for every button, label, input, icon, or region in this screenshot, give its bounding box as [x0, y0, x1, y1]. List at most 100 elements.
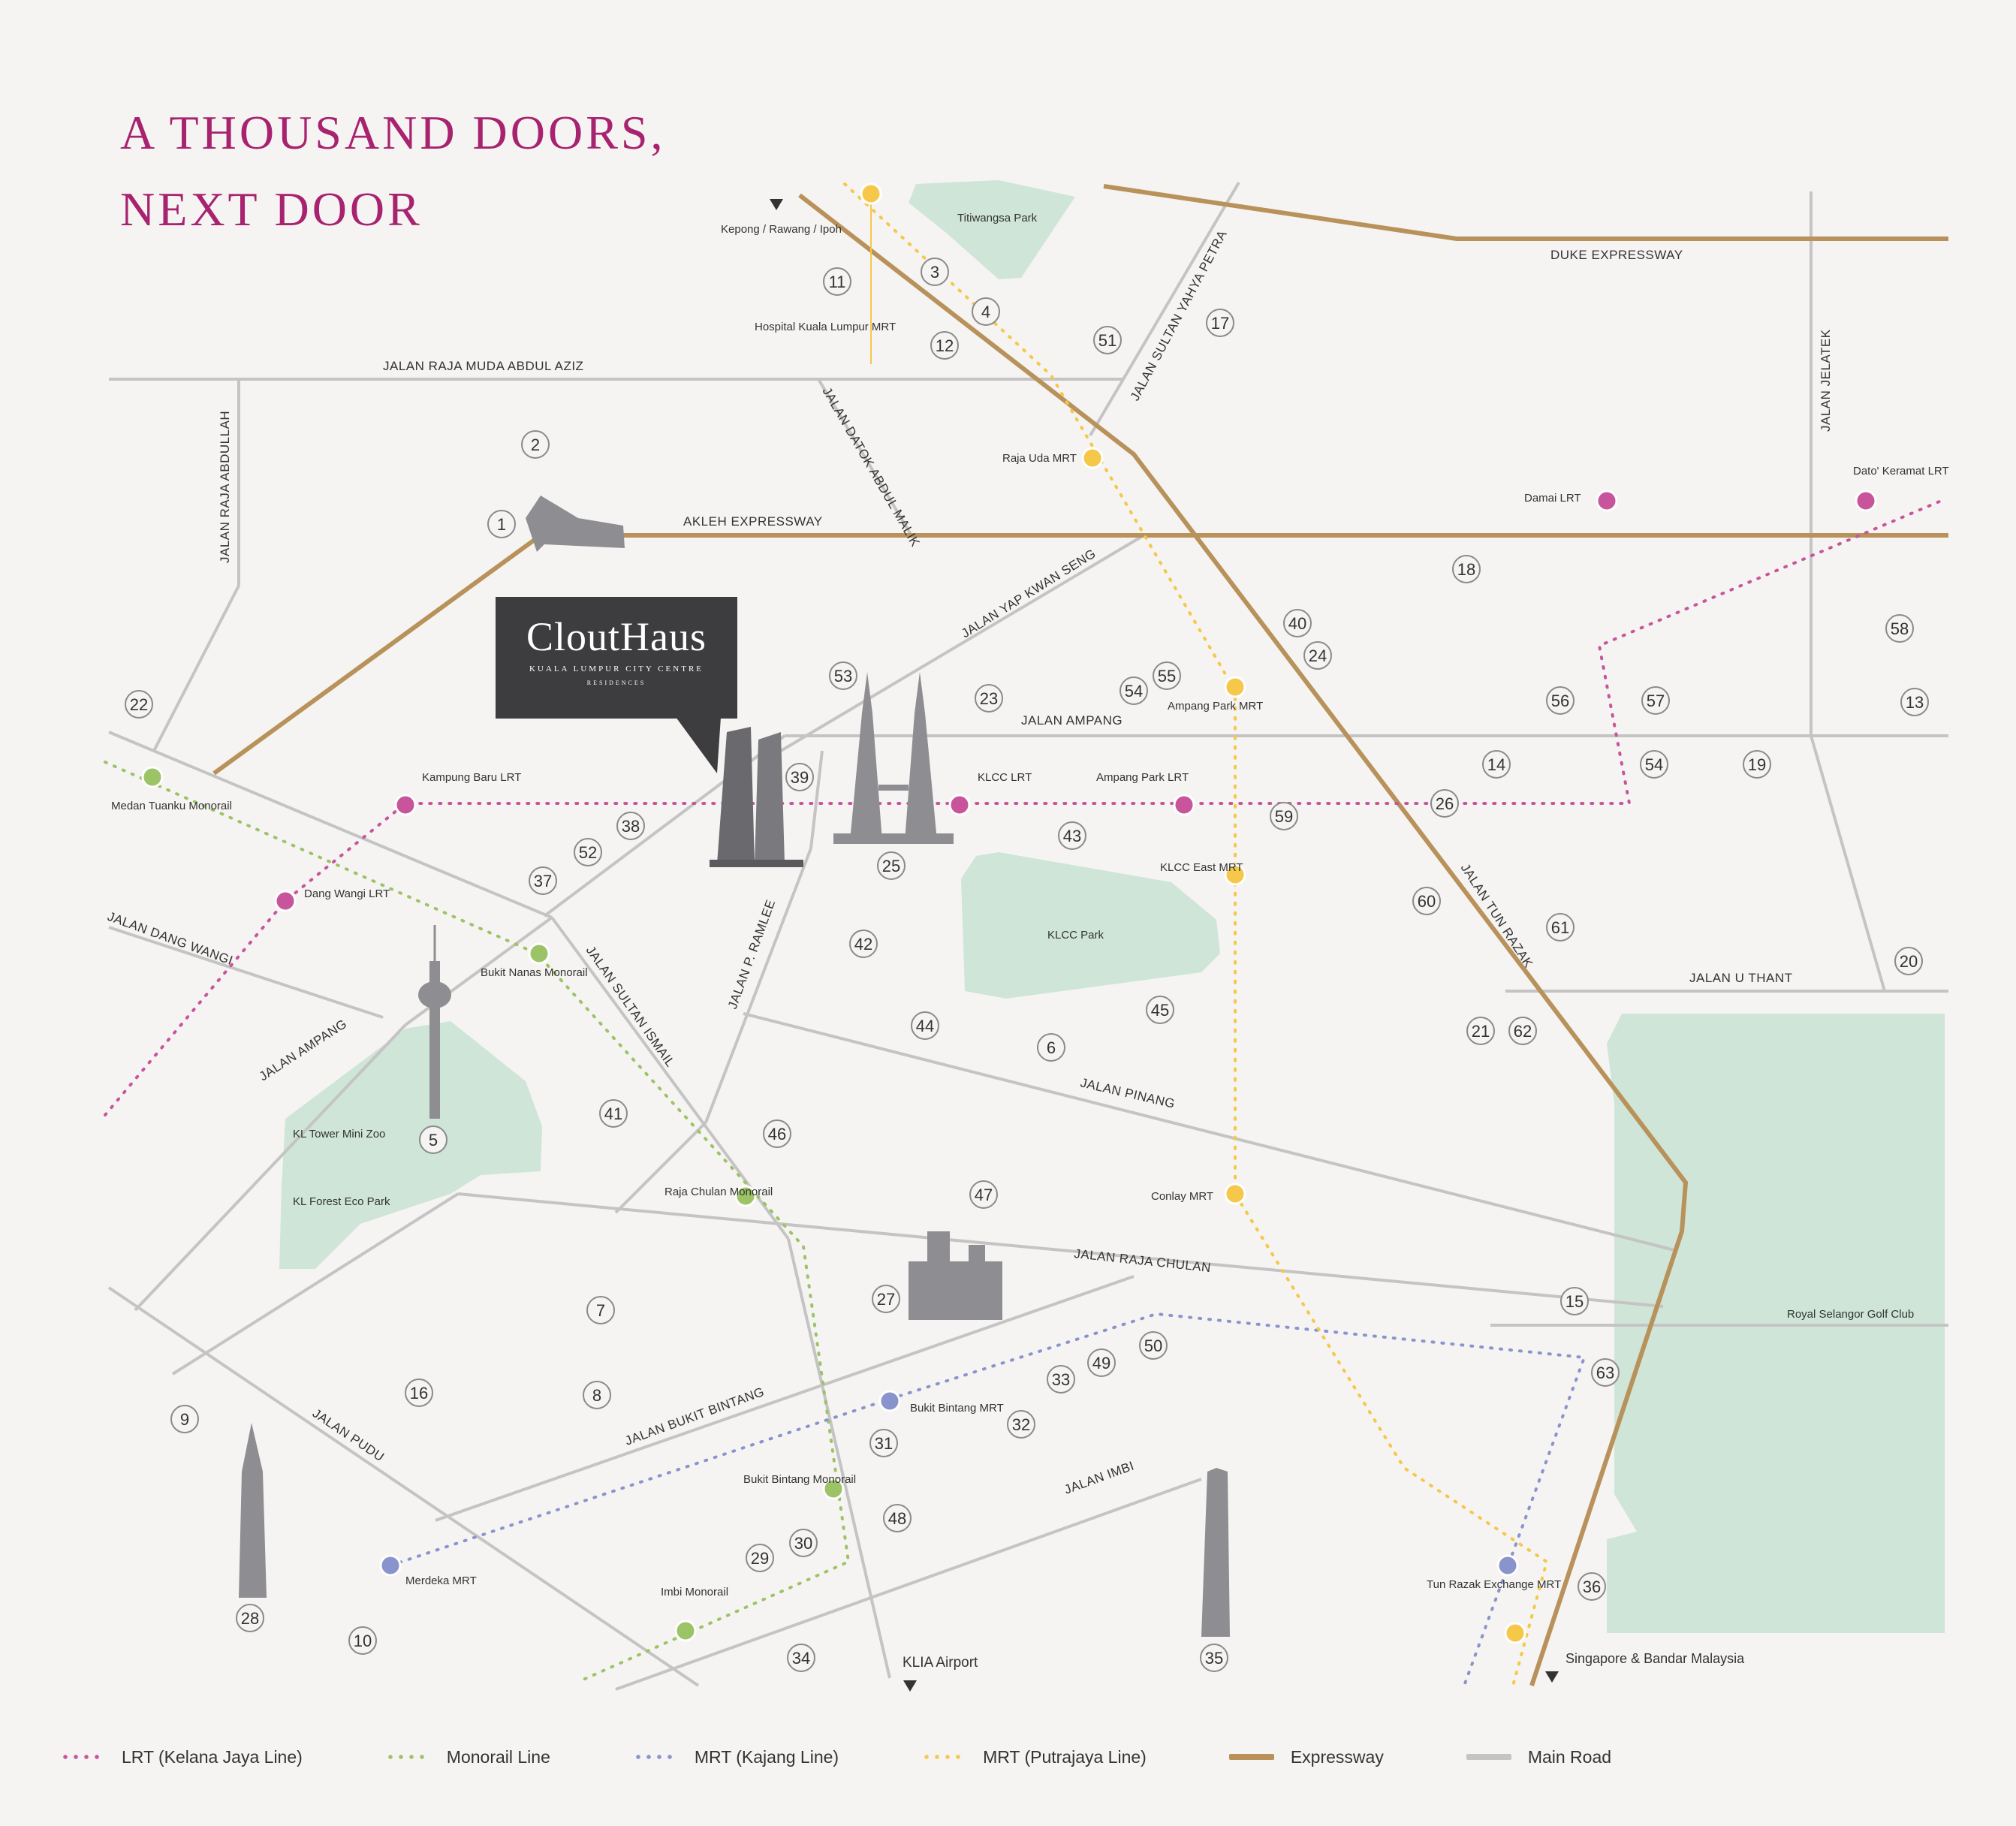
- station-conlay[interactable]: [1224, 1183, 1246, 1205]
- poi-marker[interactable]: 1: [487, 510, 516, 538]
- poi-number: 59: [1275, 807, 1293, 826]
- poi-marker[interactable]: 52: [574, 838, 602, 866]
- poi-marker[interactable]: 16: [405, 1379, 433, 1407]
- poi-marker[interactable]: 22: [125, 690, 153, 719]
- label-klcc: KLCC LRT: [978, 771, 1032, 784]
- poi-marker[interactable]: 59: [1270, 802, 1298, 830]
- poi-marker[interactable]: 21: [1466, 1017, 1495, 1045]
- poi-marker[interactable]: 36: [1578, 1572, 1606, 1601]
- poi-marker[interactable]: 30: [789, 1529, 818, 1557]
- poi-marker[interactable]: 19: [1743, 750, 1771, 779]
- poi-number: 14: [1487, 755, 1505, 774]
- poi-marker[interactable]: 40: [1283, 609, 1312, 637]
- station-raja-chulan[interactable]: [734, 1185, 757, 1207]
- poi-marker[interactable]: 8: [583, 1381, 611, 1409]
- poi-marker[interactable]: 42: [849, 930, 878, 958]
- stations: [141, 182, 1877, 1644]
- poi-marker[interactable]: 33: [1047, 1365, 1075, 1394]
- poi-marker[interactable]: 27: [872, 1285, 900, 1313]
- poi-marker[interactable]: 10: [348, 1626, 377, 1655]
- poi-marker[interactable]: 35: [1200, 1644, 1228, 1672]
- poi-marker[interactable]: 62: [1508, 1017, 1537, 1045]
- station-ampang-park-mrt[interactable]: [1224, 676, 1246, 698]
- poi-marker[interactable]: 7: [586, 1296, 615, 1324]
- poi-marker[interactable]: 9: [170, 1405, 199, 1433]
- poi-marker[interactable]: 61: [1546, 913, 1575, 942]
- station-dang-wangi[interactable]: [274, 890, 297, 912]
- poi-marker[interactable]: 11: [823, 267, 851, 296]
- poi-marker[interactable]: 5: [419, 1125, 447, 1154]
- station-bukit-nanas[interactable]: [528, 942, 550, 965]
- poi-marker[interactable]: 18: [1452, 555, 1481, 583]
- station-dato-keramat[interactable]: [1855, 490, 1877, 512]
- poi-marker[interactable]: 46: [763, 1119, 791, 1148]
- poi-marker[interactable]: 4: [972, 297, 1000, 326]
- poi-marker[interactable]: 32: [1007, 1410, 1035, 1439]
- poi-marker[interactable]: 49: [1087, 1348, 1116, 1377]
- station-klcc[interactable]: [948, 794, 971, 816]
- clouthaus-towers-icon: [710, 727, 803, 867]
- poi-marker[interactable]: 17: [1206, 309, 1234, 337]
- station-trx-putrajaya[interactable]: [1504, 1622, 1526, 1644]
- poi-marker[interactable]: 14: [1482, 750, 1511, 779]
- poi-marker[interactable]: 51: [1093, 326, 1122, 354]
- poi-marker[interactable]: 41: [599, 1099, 628, 1128]
- poi-circle: [487, 510, 516, 538]
- poi-marker[interactable]: 55: [1153, 661, 1181, 690]
- poi-marker[interactable]: 54: [1640, 750, 1668, 779]
- poi-marker[interactable]: 50: [1139, 1331, 1168, 1360]
- poi-marker[interactable]: 54: [1119, 676, 1148, 705]
- poi-marker[interactable]: 13: [1900, 688, 1929, 716]
- station-raja-uda[interactable]: [1081, 447, 1104, 469]
- poi-marker[interactable]: 26: [1430, 789, 1459, 818]
- station-hospital[interactable]: [860, 182, 882, 205]
- poi-marker[interactable]: 38: [616, 812, 645, 840]
- station-bukit-bintang-mrt[interactable]: [878, 1390, 901, 1412]
- label-hospital: Hospital Kuala Lumpur MRT: [755, 321, 896, 333]
- station-imbi[interactable]: [674, 1620, 697, 1642]
- poi-marker[interactable]: 58: [1885, 614, 1914, 643]
- poi-marker[interactable]: 6: [1037, 1033, 1065, 1062]
- station-kampung-baru[interactable]: [394, 794, 417, 816]
- poi-circle: [1270, 802, 1298, 830]
- station-medan-tuanku[interactable]: [141, 766, 164, 788]
- station-merdeka[interactable]: [379, 1554, 402, 1577]
- station-trx-kajang[interactable]: [1496, 1554, 1519, 1577]
- poi-circle: [1560, 1287, 1589, 1315]
- poi-marker[interactable]: 20: [1894, 947, 1923, 975]
- poi-marker[interactable]: 2: [521, 430, 550, 459]
- station-damai[interactable]: [1596, 490, 1618, 512]
- poi-circle: [789, 1529, 818, 1557]
- poi-marker[interactable]: 56: [1546, 686, 1575, 715]
- brand-subtitle-2: RESIDENCES: [586, 679, 646, 686]
- poi-marker[interactable]: 12: [930, 331, 959, 360]
- poi-marker[interactable]: 3: [921, 258, 949, 286]
- poi-marker[interactable]: 53: [829, 661, 857, 690]
- poi-marker[interactable]: 57: [1641, 686, 1670, 715]
- poi-marker[interactable]: 34: [787, 1644, 815, 1672]
- poi-marker[interactable]: 60: [1412, 887, 1441, 915]
- poi-marker[interactable]: 43: [1058, 821, 1086, 850]
- poi-number: 40: [1288, 614, 1306, 633]
- poi-marker[interactable]: 15: [1560, 1287, 1589, 1315]
- petronas-towers-icon: [833, 672, 954, 844]
- poi-marker[interactable]: 25: [877, 851, 906, 880]
- poi-marker[interactable]: 48: [883, 1504, 912, 1532]
- poi-marker[interactable]: 47: [969, 1180, 998, 1209]
- poi-marker[interactable]: 23: [975, 684, 1003, 713]
- poi-marker[interactable]: 28: [236, 1604, 264, 1632]
- poi-marker[interactable]: 63: [1591, 1358, 1620, 1387]
- poi-marker[interactable]: 31: [869, 1429, 898, 1457]
- poi-marker[interactable]: 44: [911, 1011, 939, 1040]
- legend-item: MRT (Kajang Line): [632, 1747, 839, 1767]
- legend-label: Monorail Line: [446, 1746, 550, 1767]
- station-bukit-bintang-mono[interactable]: [822, 1478, 845, 1500]
- poi-marker[interactable]: 37: [529, 866, 557, 895]
- poi-marker[interactable]: 24: [1303, 641, 1332, 670]
- station-klcc-east[interactable]: [1224, 863, 1246, 886]
- monorail-line: [104, 761, 851, 1683]
- station-ampang-park-lrt[interactable]: [1173, 794, 1195, 816]
- poi-marker[interactable]: 29: [746, 1544, 774, 1572]
- poi-marker[interactable]: 45: [1146, 996, 1174, 1024]
- poi-marker[interactable]: 39: [785, 763, 814, 791]
